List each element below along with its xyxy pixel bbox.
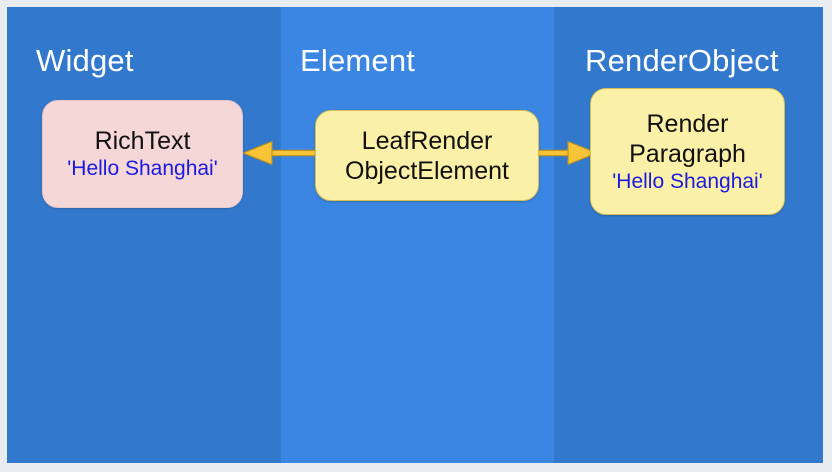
node-leafrenderobjectelement-line1: LeafRender <box>361 126 493 155</box>
column-title-widget: Widget <box>36 43 134 78</box>
node-richtext-title: RichText <box>94 127 191 155</box>
node-renderparagraph-line2: Paragraph <box>629 139 746 168</box>
arrow-element-to-widget-icon <box>242 140 320 166</box>
node-leafrenderobjectelement-line2: ObjectElement <box>345 156 509 185</box>
node-leafrenderobjectelement: LeafRender ObjectElement <box>315 110 539 201</box>
arrow-element-to-renderobject-icon <box>534 140 598 166</box>
node-richtext: RichText 'Hello Shanghai' <box>42 100 243 208</box>
column-title-element: Element <box>300 43 416 78</box>
column-element <box>281 7 554 463</box>
node-richtext-value: 'Hello Shanghai' <box>67 157 218 180</box>
column-widget <box>7 7 281 463</box>
node-renderparagraph-value: 'Hello Shanghai' <box>612 169 763 193</box>
node-renderparagraph-line1: Render <box>646 109 729 138</box>
column-renderobject <box>554 7 823 463</box>
column-title-renderobject: RenderObject <box>585 43 779 78</box>
node-renderparagraph: Render Paragraph 'Hello Shanghai' <box>590 88 785 215</box>
